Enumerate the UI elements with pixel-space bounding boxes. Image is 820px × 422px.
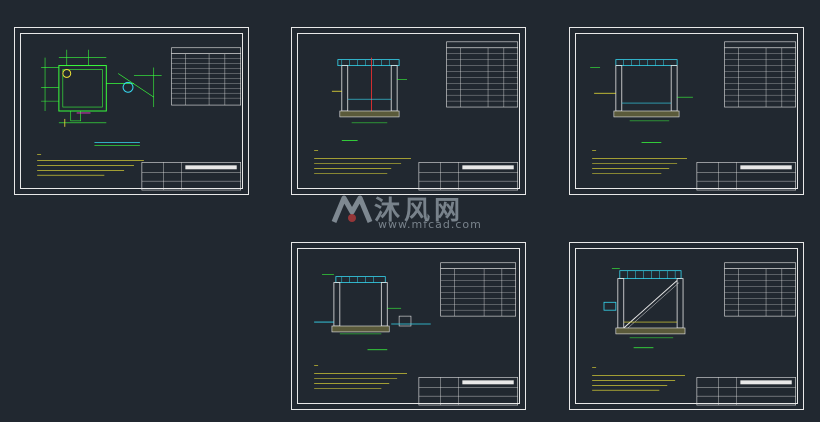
mfcad-logo-icon (331, 195, 373, 223)
drawing-sheet-1 (14, 27, 249, 195)
watermark-url: www.mfcad.com (378, 218, 482, 231)
section-drawing (592, 262, 796, 406)
section-drawing (314, 262, 518, 406)
drawing-sheet-3 (569, 27, 804, 195)
watermark-brand: 沐风网 (374, 196, 465, 226)
drawing-sheet-5 (569, 242, 804, 410)
drawing-sheet-2 (291, 27, 526, 195)
drawing-sheet-4 (291, 242, 526, 410)
section-drawing (590, 41, 796, 191)
section-drawing (314, 41, 518, 191)
plan-drawing (37, 47, 241, 191)
watermark: 沐风网 www.mfcad.com (330, 190, 500, 234)
